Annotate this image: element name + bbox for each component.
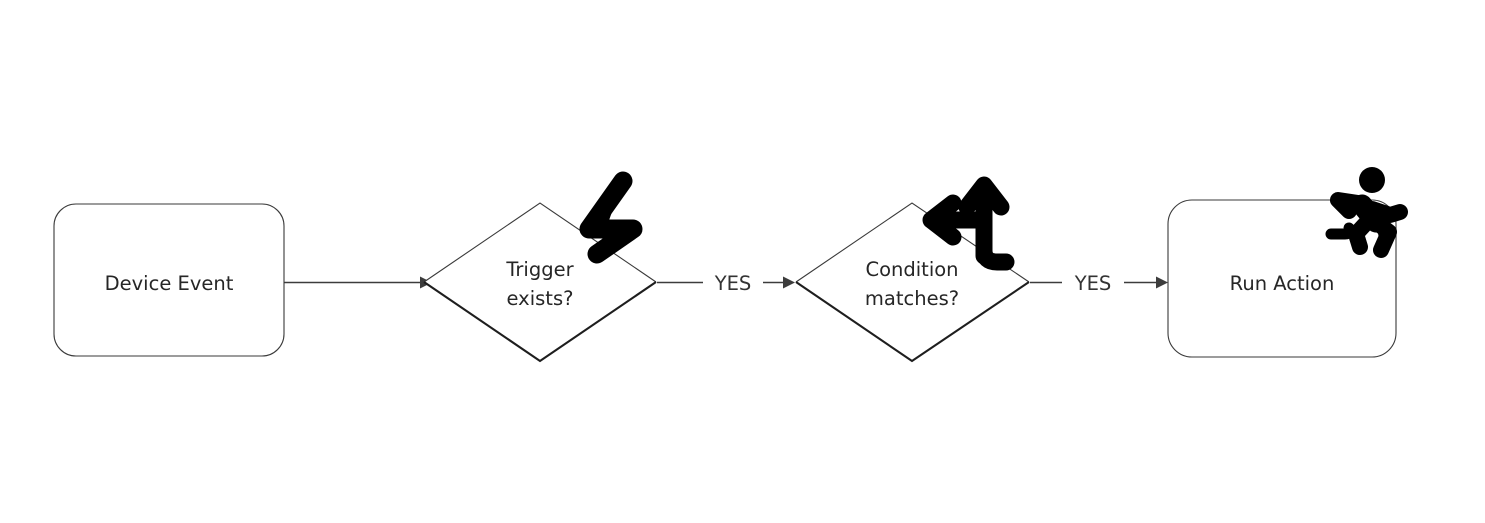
device-event-shape[interactable] xyxy=(53,203,285,357)
branch-arrows-icon xyxy=(922,176,1015,271)
edge-trigger-to-condition: YES xyxy=(657,272,795,295)
condition-label-line1: Condition xyxy=(865,258,958,281)
trigger-label-line2: exists? xyxy=(507,287,574,310)
node-condition-matches[interactable]: Condition matches? xyxy=(795,176,1030,363)
trigger-diamond-upper-edges xyxy=(423,202,657,283)
lightning-bolt-icon xyxy=(579,171,643,264)
running-person-icon xyxy=(1325,167,1408,258)
edge-condition-to-action: YES xyxy=(1030,272,1168,295)
edge-2-label: YES xyxy=(714,272,752,295)
edge-2-arrowhead xyxy=(783,276,795,289)
condition-diamond-lower-edges xyxy=(795,281,1030,363)
node-device-event[interactable]: Device Event xyxy=(53,203,285,357)
run-action-label: Run Action xyxy=(1230,272,1335,295)
run-action-shape[interactable] xyxy=(1167,199,1397,358)
trigger-label-line1: Trigger xyxy=(505,258,574,281)
device-event-label: Device Event xyxy=(105,272,234,295)
node-run-action[interactable]: Run Action xyxy=(1167,167,1408,358)
condition-label-line2: matches? xyxy=(865,287,959,310)
edge-3-label: YES xyxy=(1074,272,1112,295)
condition-diamond-fill[interactable] xyxy=(796,203,1029,361)
node-trigger-exists[interactable]: Trigger exists? xyxy=(423,171,657,363)
edge-3-arrowhead xyxy=(1156,276,1168,289)
edge-device-event-to-trigger xyxy=(284,276,432,289)
trigger-diamond-lower-edges xyxy=(423,281,657,363)
